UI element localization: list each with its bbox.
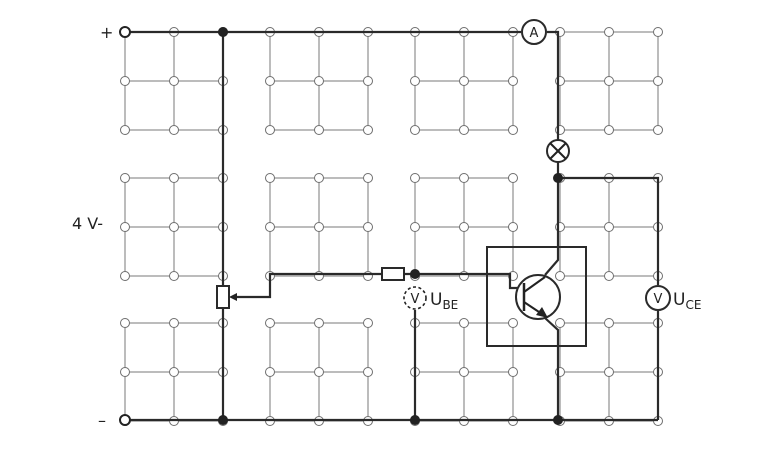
grid-socket: [604, 76, 614, 86]
grid-socket: [314, 318, 324, 328]
grid-socket: [410, 76, 420, 86]
grid-socket: [120, 125, 130, 135]
transistor-module-box: [486, 246, 587, 347]
grid-socket: [604, 318, 614, 328]
grid-socket: [508, 367, 518, 377]
grid-socket: [363, 318, 373, 328]
ube-label: UBE: [430, 290, 458, 312]
grid-socket: [120, 318, 130, 328]
grid-socket: [555, 271, 565, 281]
minus-terminal: [119, 414, 131, 426]
grid-socket: [653, 27, 663, 37]
grid-socket: [363, 271, 373, 281]
grid-socket: [120, 271, 130, 281]
grid-socket: [508, 173, 518, 183]
wiper-arrow-icon: [229, 293, 237, 301]
supply-voltage-label: 4 V-: [72, 214, 103, 233]
grid-socket: [169, 125, 179, 135]
voltmeter-ube-letter: V: [411, 292, 420, 307]
junction-dots: [218, 27, 563, 425]
grid-socket: [555, 222, 565, 232]
grid-socket: [120, 367, 130, 377]
wire-collector: [544, 178, 560, 276]
grid-socket: [508, 76, 518, 86]
grid-socket: [265, 125, 275, 135]
grid-socket: [604, 125, 614, 135]
grid-socket: [120, 76, 130, 86]
grid-socket: [363, 125, 373, 135]
grid-socket: [314, 367, 324, 377]
grid-socket: [459, 173, 469, 183]
voltmeter-uce-letter: V: [654, 292, 663, 307]
grid-socket: [363, 76, 373, 86]
uce-label: UCE: [673, 290, 701, 312]
grid-socket: [169, 222, 179, 232]
grid-socket: [265, 76, 275, 86]
grid-socket: [604, 27, 614, 37]
wire-ammeter-to-collector: [547, 30, 560, 140]
grid-socket: [169, 173, 179, 183]
grid-socket: [314, 76, 324, 86]
voltmeter-ube: V: [403, 286, 427, 310]
voltmeter-uce: V: [645, 285, 671, 311]
grid-socket: [555, 125, 565, 135]
wire-emitter: [544, 317, 560, 420]
minus-label: –: [98, 411, 106, 430]
grid-socket: [314, 173, 324, 183]
grid-socket: [508, 125, 518, 135]
grid-socket: [169, 318, 179, 328]
base-resistor: [381, 267, 405, 281]
potentiometer: [216, 285, 237, 309]
lamp-icon: [546, 139, 570, 163]
ammeter-letter: A: [530, 26, 539, 41]
grid-socket: [508, 222, 518, 232]
grid-socket: [169, 367, 179, 377]
grid-socket: [410, 125, 420, 135]
plus-terminal: [119, 26, 131, 38]
grid-socket: [459, 76, 469, 86]
grid-socket: [363, 222, 373, 232]
grid-socket: [120, 173, 130, 183]
wiring: [125, 30, 660, 422]
grid-socket: [120, 222, 130, 232]
grid-socket: [314, 222, 324, 232]
grid-socket: [265, 318, 275, 328]
grid-socket: [604, 271, 614, 281]
grid-socket: [653, 76, 663, 86]
grid-socket: [459, 367, 469, 377]
grid-socket: [410, 173, 420, 183]
grid-socket: [363, 367, 373, 377]
ammeter: A: [521, 19, 547, 45]
grid-socket: [169, 76, 179, 86]
breadboard-grid: [120, 27, 663, 426]
grid-socket: [508, 318, 518, 328]
grid-socket: [265, 222, 275, 232]
grid-socket: [265, 367, 275, 377]
wire-wiper: [233, 272, 382, 299]
grid-socket: [314, 125, 324, 135]
grid-socket: [459, 271, 469, 281]
grid-socket: [555, 318, 565, 328]
grid-socket: [410, 222, 420, 232]
wire-lamp-to-collector: [556, 162, 660, 285]
grid-socket: [459, 222, 469, 232]
grid-socket: [555, 76, 565, 86]
grid-socket: [169, 271, 179, 281]
grid-socket: [604, 222, 614, 232]
grid-socket: [314, 271, 324, 281]
grid-socket: [555, 367, 565, 377]
grid-socket: [459, 318, 469, 328]
grid-socket: [604, 367, 614, 377]
grid-socket: [265, 173, 275, 183]
grid-socket: [653, 125, 663, 135]
grid-socket: [363, 173, 373, 183]
grid-socket: [459, 125, 469, 135]
plus-label: +: [100, 23, 113, 42]
npn-transistor-icon: [515, 274, 561, 320]
